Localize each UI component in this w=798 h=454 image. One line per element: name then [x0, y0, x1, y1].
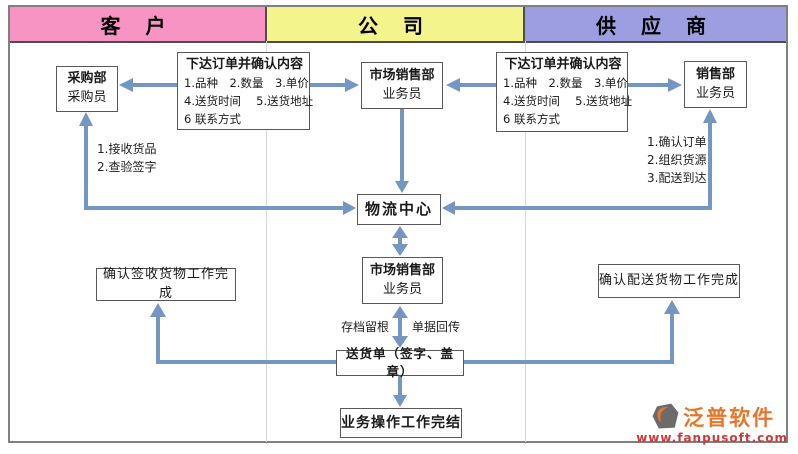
label-organize-supply: 2.组织货源 — [647, 153, 707, 167]
fanpu-logo-icon — [652, 403, 679, 429]
box-purchase-dept: 采购部 采购员 — [56, 66, 118, 112]
label-delivery-arrival: 3.配送到达 — [647, 171, 707, 185]
order-right-line3: 6 联系方式 — [503, 112, 560, 127]
order-left-line2: 4.送货时间 5.送货地址 — [184, 93, 314, 108]
purchase-dept-title: 采购部 — [67, 71, 107, 87]
box-sales-dept: 销售部 业务员 — [684, 61, 747, 108]
box-delivery-note: 送货单（签字、盖章） — [336, 346, 464, 379]
order-right-line1: 1.品种 2.数量 3.单价 — [503, 75, 628, 90]
header-supplier: 供 应 商 — [525, 7, 786, 41]
label-receipt-return: 单据回传 — [412, 320, 461, 334]
watermark-brand: 泛普软件 — [683, 406, 776, 430]
order-left-line3: 6 联系方式 — [184, 112, 241, 127]
confirm-receive-title: 确认签收货物工作完成 — [102, 266, 229, 301]
box-sales-mid: 市场销售部 业务员 — [362, 257, 443, 304]
header-supplier-label: 供 应 商 — [596, 13, 715, 38]
column-divider-right — [525, 41, 526, 442]
header-company: 公 司 — [267, 7, 525, 41]
logistics-title: 物流中心 — [364, 199, 433, 218]
label-confirm-order: 1.确认订单 — [647, 135, 707, 149]
watermark: 泛普软件 www.fanpusoft.com — [636, 401, 788, 445]
purchase-dept-subtitle: 采购员 — [67, 90, 107, 105]
box-confirm-receive: 确认签收货物工作完成 — [96, 266, 236, 301]
header-customer-label: 客 户 — [100, 13, 175, 38]
order-left-line1: 1.品种 2.数量 3.单价 — [184, 75, 309, 90]
sales-mid-title: 市场销售部 — [369, 262, 435, 278]
header-company-label: 公 司 — [358, 13, 432, 38]
label-check-sign: 2.查验签字 — [97, 160, 157, 174]
watermark-url: www.fanpusoft.com — [636, 431, 788, 445]
box-work-complete: 业务操作工作完结 — [340, 408, 462, 438]
box-logistics-center: 物流中心 — [357, 194, 441, 225]
label-archive-copy: 存档留根 — [341, 320, 390, 334]
sales-mid-subtitle: 业务员 — [382, 281, 422, 297]
box-confirm-deliver: 确认配送货物工作完成 — [598, 264, 740, 298]
box-sales-top: 市场销售部 业务员 — [361, 62, 443, 109]
column-divider-left — [266, 41, 267, 442]
sales-top-subtitle: 业务员 — [382, 86, 422, 102]
label-receive-goods: 1.接收货品 — [97, 142, 157, 156]
delivery-note-title: 送货单（签字、盖章） — [345, 345, 454, 379]
watermark-row: 泛普软件 — [649, 401, 775, 433]
header-customer: 客 户 — [10, 7, 267, 41]
work-complete-title: 业务操作工作完结 — [341, 414, 461, 431]
order-right-line2: 4.送货时间 5.送货地址 — [503, 93, 633, 108]
sales-dept-subtitle: 业务员 — [695, 85, 735, 101]
sales-top-title: 市场销售部 — [369, 67, 435, 83]
order-right-title: 下达订单并确认内容 — [504, 57, 622, 72]
confirm-deliver-title: 确认配送货物工作完成 — [599, 272, 740, 288]
order-left-title: 下达订单并确认内容 — [185, 57, 303, 72]
diagram-frame: 客 户 公 司 供 应 商 — [8, 5, 788, 443]
sales-dept-title: 销售部 — [695, 66, 735, 82]
header-row: 客 户 公 司 供 应 商 — [10, 7, 786, 43]
box-order-right: 下达订单并确认内容 1.品种 2.数量 3.单价 4.送货时间 5.送货地址 6… — [496, 52, 633, 132]
box-order-left: 下达订单并确认内容 1.品种 2.数量 3.单价 4.送货时间 5.送货地址 6… — [177, 52, 314, 130]
